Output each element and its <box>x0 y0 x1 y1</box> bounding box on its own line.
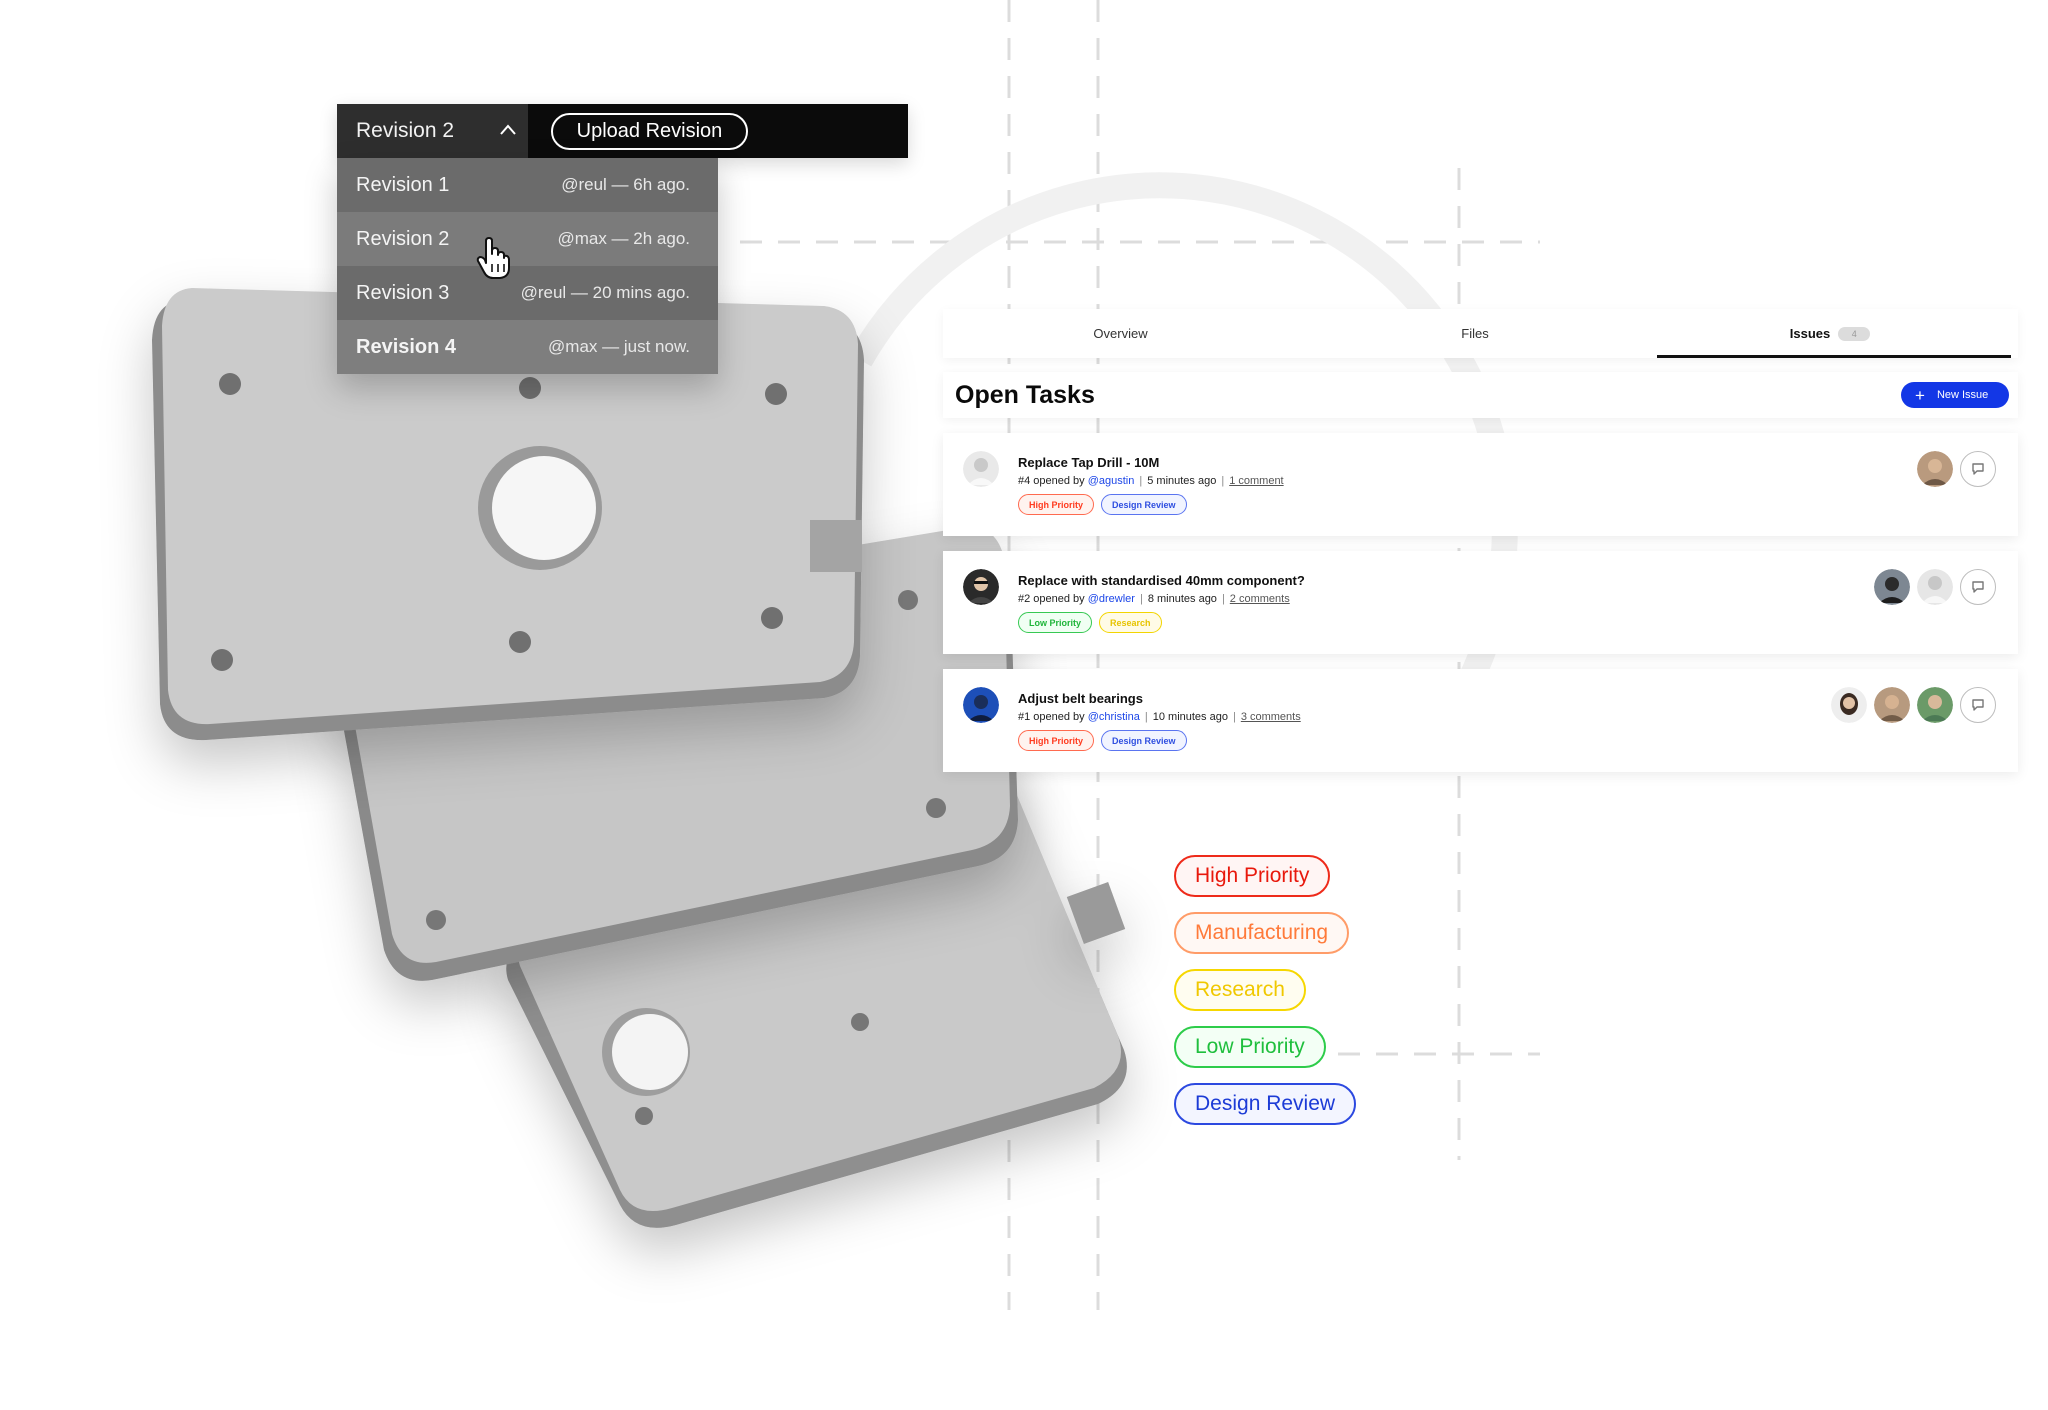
issue-time: 10 minutes ago <box>1152 711 1228 723</box>
issue-row[interactable]: Adjust belt bearings #1 opened by @chris… <box>943 669 2018 772</box>
issue-time: 8 minutes ago <box>1147 593 1217 605</box>
tab-files[interactable]: Files <box>1461 326 1489 341</box>
issue-row[interactable]: Replace with standardised 40mm component… <box>943 551 2018 654</box>
issue-meta: #2 opened by @drewler | 8 minutes ago | 2 co… <box>1018 593 1290 605</box>
issue-number: #2 opened by <box>1018 593 1085 605</box>
revision-select-label: Revision 2 <box>356 119 455 142</box>
issues-tab-bar: Overview Files Issues 4 <box>943 309 2018 358</box>
revision-item-label: Revision 2 <box>356 227 450 250</box>
revision-item-meta: @reul — 20 mins ago. <box>520 283 690 302</box>
plus-icon: + <box>1915 385 1925 405</box>
issue-tags: Low Priority Research <box>1018 612 1162 633</box>
assignees <box>1874 569 1953 605</box>
separator: | <box>1144 711 1148 723</box>
revision-item-label: Revision 3 <box>356 281 450 304</box>
issue-author-link[interactable]: @christina <box>1087 711 1140 723</box>
comment-button[interactable] <box>1960 569 1996 605</box>
label-design-review[interactable]: Design Review <box>1174 1083 1357 1125</box>
issue-title[interactable]: Replace Tap Drill - 10M <box>1018 455 1160 470</box>
revision-toolbar: Revision 2 Upload Revision <box>337 104 908 158</box>
label-manufacturing[interactable]: Manufacturing <box>1174 912 1350 954</box>
label-research[interactable]: Research <box>1174 969 1306 1011</box>
issue-title[interactable]: Adjust belt bearings <box>1018 691 1143 706</box>
comment-button[interactable] <box>1960 687 1996 723</box>
new-issue-button[interactable]: + New Issue <box>1901 382 2009 408</box>
revision-menu-item-3[interactable]: Revision 3 @reul — 20 mins ago. <box>337 266 718 320</box>
avatar[interactable] <box>1831 687 1867 723</box>
issue-number: #1 opened by <box>1018 711 1085 723</box>
tag-high-priority[interactable]: High Priority <box>1018 730 1095 751</box>
tag-high-priority[interactable]: High Priority <box>1018 494 1095 515</box>
avatar[interactable] <box>1917 687 1953 723</box>
revision-item-meta: @max — just now. <box>548 337 690 356</box>
tag-design-review[interactable]: Design Review <box>1101 730 1187 751</box>
revision-item-meta: @max — 2h ago. <box>557 229 690 248</box>
label-low-priority[interactable]: Low Priority <box>1174 1026 1326 1068</box>
avatar <box>963 451 999 487</box>
revision-menu-item-2[interactable]: Revision 2 @max — 2h ago. <box>337 212 718 266</box>
page-title: Open Tasks <box>955 381 1095 409</box>
avatar <box>963 569 999 605</box>
issue-time: 5 minutes ago <box>1147 475 1217 487</box>
issue-title[interactable]: Replace with standardised 40mm component… <box>1018 573 1305 588</box>
comment-icon <box>1972 699 1984 711</box>
revision-menu: Revision 1 @reul — 6h ago. Revision 2 @m… <box>337 158 718 374</box>
avatar[interactable] <box>1917 569 1953 605</box>
assignees <box>1831 687 1953 723</box>
avatar[interactable] <box>1874 687 1910 723</box>
active-tab-indicator <box>1657 355 2011 358</box>
tag-design-review[interactable]: Design Review <box>1101 494 1187 515</box>
tag-research[interactable]: Research <box>1099 612 1162 633</box>
comment-icon <box>1972 581 1984 593</box>
tag-low-priority[interactable]: Low Priority <box>1018 612 1093 633</box>
issue-meta: #1 opened by @christina | 10 minutes ago | 3… <box>1018 711 1301 723</box>
open-tasks-header: Open Tasks + New Issue <box>943 372 2018 418</box>
issue-meta: #4 opened by @agustin | 5 minutes ago | 1 co… <box>1018 475 1284 487</box>
comment-icon <box>1972 463 1984 475</box>
revision-item-meta: @reul — 6h ago. <box>561 175 690 194</box>
issue-row[interactable]: Replace Tap Drill - 10M #4 opened by @ag… <box>943 433 2018 536</box>
comments-link[interactable]: 3 comments <box>1240 711 1301 723</box>
new-issue-label: New Issue <box>1936 389 1989 401</box>
assignees <box>1917 451 1953 487</box>
chevron-up-icon <box>500 124 516 135</box>
upload-revision-button[interactable]: Upload Revision <box>551 113 748 150</box>
revision-menu-item-1[interactable]: Revision 1 @reul — 6h ago. <box>337 158 718 212</box>
avatar <box>963 687 999 723</box>
comments-link[interactable]: 1 comment <box>1229 475 1284 487</box>
issue-author-link[interactable]: @agustin <box>1087 475 1135 487</box>
avatar[interactable] <box>1917 451 1953 487</box>
revision-menu-item-4[interactable]: Revision 4 @max — just now. <box>337 320 718 374</box>
tab-overview[interactable]: Overview <box>1093 326 1148 341</box>
separator: | <box>1139 593 1143 605</box>
issue-tags: High Priority Design Review <box>1018 494 1187 515</box>
separator: | <box>1139 475 1143 487</box>
issue-author-link[interactable]: @drewler <box>1087 593 1135 605</box>
tab-issues[interactable]: Issues 4 <box>1652 309 2008 358</box>
revision-select[interactable]: Revision 2 <box>337 104 528 158</box>
label-high-priority[interactable]: High Priority <box>1174 855 1331 897</box>
issues-count-badge: 4 <box>1838 326 1871 341</box>
separator: | <box>1232 711 1236 723</box>
revision-item-label: Revision 1 <box>356 173 450 196</box>
avatar[interactable] <box>1874 569 1910 605</box>
revision-item-label: Revision 4 <box>356 335 457 358</box>
issue-tags: High Priority Design Review <box>1018 730 1187 751</box>
tab-issues-label: Issues <box>1789 326 1831 341</box>
hand-pointer-icon <box>476 237 510 279</box>
separator: | <box>1221 593 1225 605</box>
separator: | <box>1221 475 1225 487</box>
issue-number: #4 opened by <box>1018 475 1085 487</box>
comments-link[interactable]: 2 comments <box>1229 593 1290 605</box>
comment-button[interactable] <box>1960 451 1996 487</box>
